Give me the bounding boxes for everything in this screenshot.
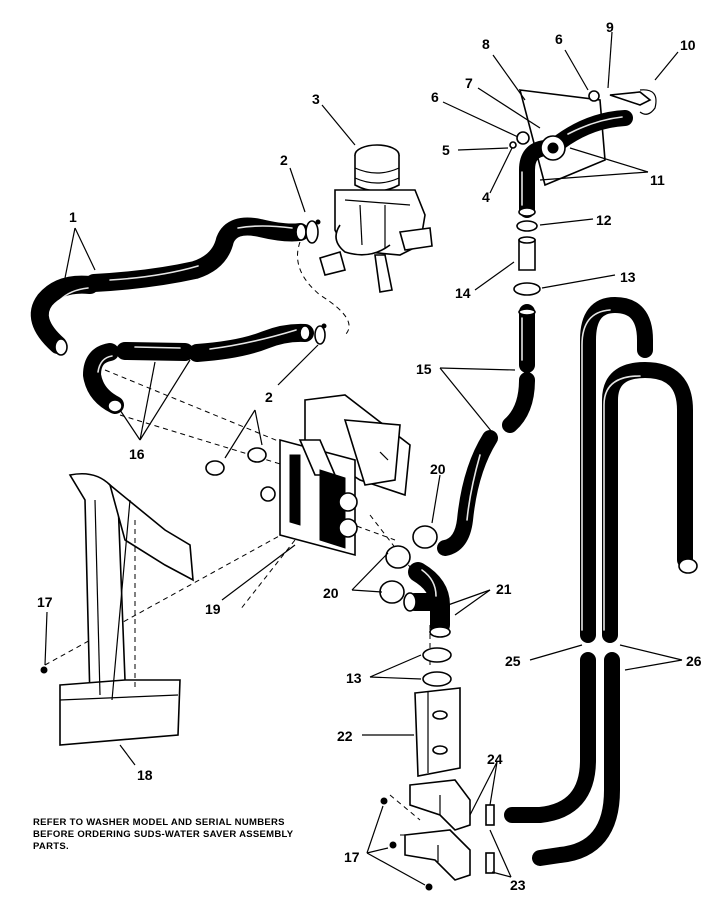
callout-17-left: 17 [37,594,53,610]
callout-17-bottom: 17 [344,849,360,865]
clamp-20-lower [379,580,405,604]
clip-23-upper [485,804,495,826]
tube-assembly-upper [509,89,657,218]
callout-labels: 1 2 2 3 4 5 6 6 7 8 9 10 11 12 13 13 14 … [37,19,702,893]
callout-6-left: 6 [431,89,439,105]
hose-15 [437,304,536,556]
callout-2-lower: 2 [265,389,273,405]
callout-3: 3 [312,91,320,107]
bracket-24-upper [409,779,471,831]
callout-21: 21 [496,581,512,597]
frame-18 [59,472,194,746]
callout-19: 19 [205,601,221,617]
clamp-13-upper [513,282,541,296]
clamp-20-upper [412,525,438,549]
coupler-14 [518,236,536,271]
callout-25: 25 [505,653,521,669]
clamp-13-lower-a [422,647,452,663]
callout-6-right: 6 [555,31,563,47]
clamp-13-lower-b [422,671,452,687]
screw-17-left [40,666,48,674]
hose-25 [504,297,653,823]
elbow-21 [403,562,451,638]
bracket-24-lower [404,829,471,881]
callout-4: 4 [482,189,490,205]
pump-3 [319,144,433,293]
clamp-2-upper [305,219,321,244]
callout-10: 10 [680,37,696,53]
callout-20-upper: 20 [430,461,446,477]
clamp-2-lower [314,323,327,345]
clip-23-lower [485,852,495,874]
callout-14: 14 [455,285,471,301]
hose-16-lower [83,323,314,414]
callout-8: 8 [482,36,490,52]
ordering-note: REFER TO WASHER MODEL AND SERIAL NUMBERS… [33,817,294,852]
hose-1-upper [30,217,309,356]
ring-12 [516,220,538,232]
callout-20-lower: 20 [323,585,339,601]
callout-2-upper: 2 [280,152,288,168]
callout-26: 26 [686,653,702,669]
callout-12: 12 [596,212,612,228]
callout-13-upper: 13 [620,269,636,285]
callout-16: 16 [129,446,145,462]
callout-18: 18 [137,767,153,783]
clamp-16-right [247,447,267,463]
screws-17-bottom [380,797,433,891]
clamp-16-left [205,460,225,476]
callout-5: 5 [442,142,450,158]
callout-1: 1 [69,209,77,225]
callout-7: 7 [465,75,473,91]
callout-15: 15 [416,361,432,377]
callout-9: 9 [606,19,614,35]
leader-lines [44,31,683,886]
hose-26 [532,362,698,866]
valve-body-19 [260,394,411,557]
callout-23: 23 [510,877,526,893]
callout-24: 24 [487,751,503,767]
callout-13-lower: 13 [346,670,362,686]
callout-11: 11 [650,172,665,188]
bracket-22 [414,687,461,777]
callout-22: 22 [337,728,353,744]
clamp-20-middle [385,545,411,569]
